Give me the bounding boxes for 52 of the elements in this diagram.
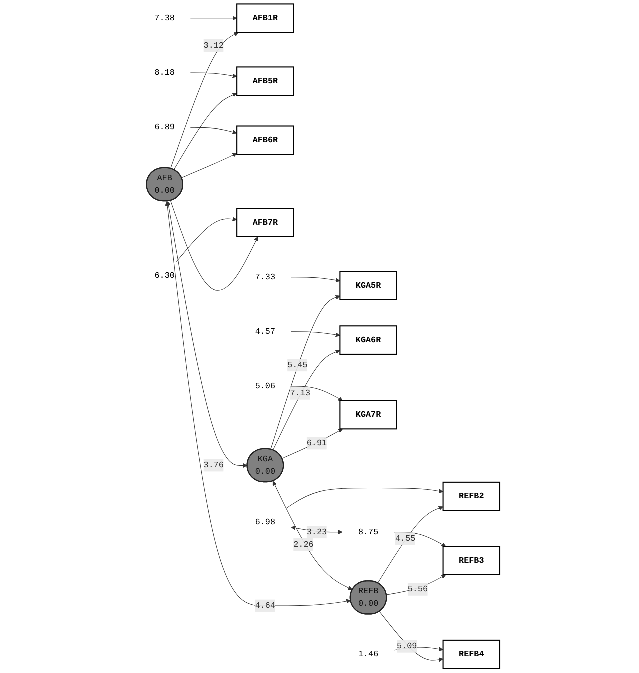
- arrow: [166, 201, 248, 468]
- arrow: [190, 72, 238, 78]
- arrow: [176, 217, 238, 262]
- arrow: [182, 153, 238, 178]
- node-text: 7.38: [154, 14, 175, 24]
- edge-label: 4.55: [395, 534, 416, 544]
- node-text: 5.06: [255, 382, 276, 392]
- arrow: [272, 350, 340, 451]
- edge-label: 6.91: [306, 438, 328, 448]
- arrow: [290, 332, 340, 338]
- arrow: [286, 488, 444, 509]
- arrow: [290, 277, 340, 283]
- edge-label: 3.23: [306, 528, 328, 538]
- node-text: 8.75: [358, 528, 379, 538]
- edge-label: 2.26: [294, 540, 314, 550]
- arrow: [270, 295, 340, 450]
- edge-label: 5.09: [397, 642, 418, 652]
- node-box: KGA7R: [340, 400, 398, 430]
- edge-label: 7.13: [290, 388, 311, 398]
- node-box: KGA5R: [340, 271, 398, 300]
- edge-label: 3.76: [204, 460, 224, 470]
- arrow: [174, 93, 238, 170]
- edge-label: 5.45: [288, 360, 308, 370]
- edge-label: 5.56: [408, 584, 428, 594]
- node-text: 6.98: [255, 518, 276, 528]
- node-box: AFB1R: [236, 4, 294, 34]
- arrow: [272, 481, 353, 590]
- node-text: 1.46: [358, 650, 379, 660]
- edge-label: 4.64: [255, 601, 276, 611]
- node-text: 6.30: [154, 271, 175, 281]
- edge-label: 3.12: [204, 40, 224, 50]
- arrow: [282, 428, 344, 459]
- node-text: 7.33: [255, 272, 276, 282]
- node-box: AFB6R: [236, 126, 294, 156]
- node-text: 8.18: [154, 68, 175, 78]
- arrow: [386, 574, 446, 596]
- node-box: REFB2: [442, 482, 501, 512]
- arrow: [190, 127, 238, 135]
- arrow: [170, 200, 258, 291]
- arrow: [190, 16, 238, 21]
- node-text: 4.57: [255, 327, 276, 337]
- node-box: REFB4: [442, 640, 501, 670]
- arrow: [165, 201, 352, 606]
- node-text: 6.89: [154, 122, 175, 132]
- node-box: KGA6R: [340, 326, 398, 355]
- arrow: [394, 532, 446, 547]
- node-box: AFB7R: [236, 208, 294, 238]
- arrow: [290, 386, 344, 402]
- arrow: [378, 506, 444, 584]
- node-box: AFB5R: [236, 66, 294, 96]
- arrow: [170, 32, 239, 170]
- node-box: REFB3: [442, 546, 501, 576]
